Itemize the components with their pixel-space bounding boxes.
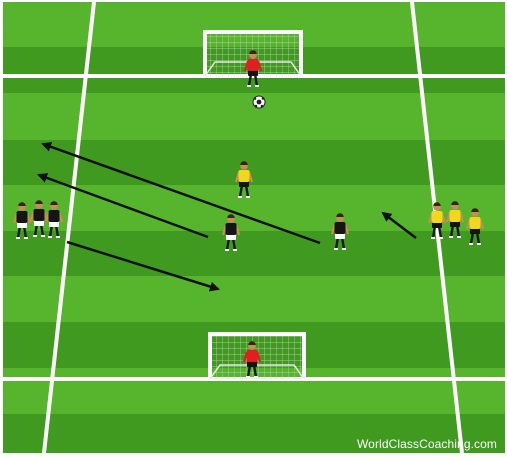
soccer-ball-icon (252, 95, 266, 109)
arrow-1 (41, 141, 321, 245)
watermark: WorldClassCoaching.com (356, 437, 497, 451)
black-attacker-1 (221, 214, 241, 251)
players (12, 50, 485, 378)
arrow-3 (66, 240, 220, 292)
yellow-queue-player-1 (427, 202, 447, 239)
arrow-2 (37, 173, 209, 239)
black-queue-player-2 (29, 200, 49, 237)
black-attacker-2 (330, 213, 350, 250)
goalkeeper-bottom (242, 341, 262, 378)
arrow-4 (381, 211, 417, 239)
yellow-queue-player-3 (465, 208, 485, 245)
movement-arrows (37, 141, 417, 292)
yellow-defender (234, 161, 254, 198)
black-queue-player-1 (12, 202, 32, 239)
goalkeeper-top (243, 50, 263, 87)
left-sideline (42, 1, 96, 454)
black-queue-player-3 (44, 201, 64, 238)
yellow-queue-player-2 (445, 201, 465, 238)
